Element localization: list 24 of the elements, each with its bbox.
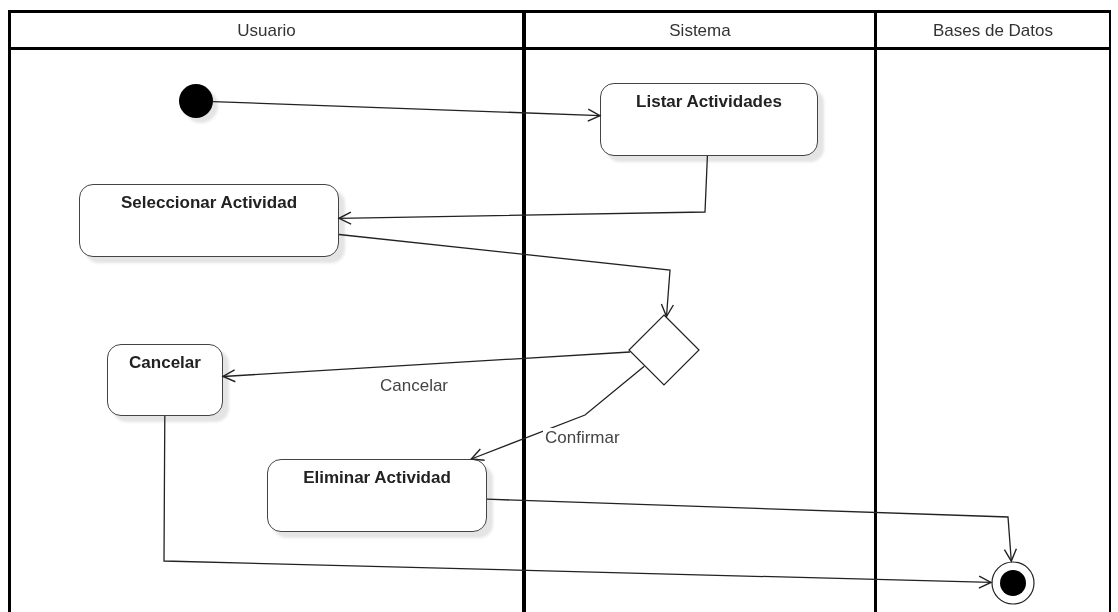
action-box (107, 344, 223, 416)
action-box (600, 83, 818, 156)
arrow (338, 233, 675, 318)
action-box (79, 184, 339, 257)
final-node (991, 561, 1035, 605)
arrow (486, 498, 1018, 562)
lane-title: Sistema (526, 13, 874, 50)
action-box (267, 459, 487, 532)
arrow (163, 415, 992, 589)
action-label: Listar Actividades (636, 92, 782, 111)
arrow (470, 365, 645, 461)
swimlane (8, 10, 525, 612)
swimlane (524, 10, 876, 612)
lane-title: Usuario (11, 13, 522, 50)
decision-diamond (628, 314, 700, 386)
swimlane (875, 10, 1111, 612)
initial-node (179, 84, 213, 118)
action-label: Cancelar (129, 353, 201, 372)
arrow (212, 100, 601, 122)
action-label: Seleccionar Actividad (120, 193, 298, 212)
lane-title: Bases de Datos (877, 13, 1109, 50)
arrow (338, 155, 709, 225)
action-label: Eliminar Actividad (303, 468, 451, 487)
arrow (222, 351, 631, 383)
